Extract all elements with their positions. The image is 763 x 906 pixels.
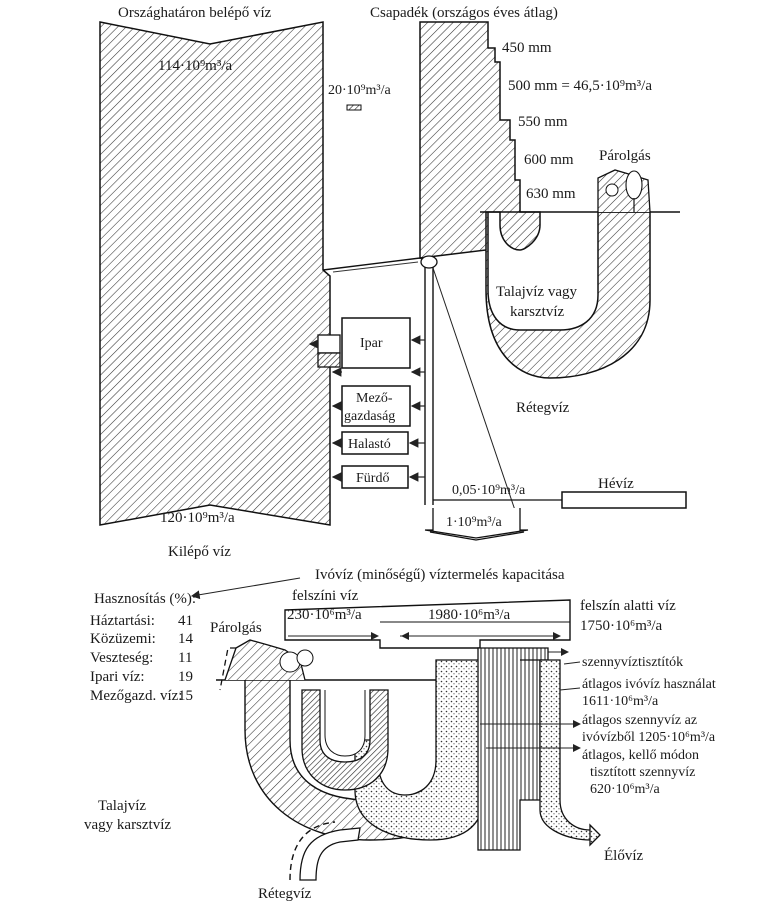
usage-row-label-4: Mezőgazd. víz: bbox=[90, 688, 182, 704]
stratal-water-label-bottom: Rétegvíz bbox=[258, 886, 312, 902]
usage-title: Hasznosítás (%): bbox=[94, 591, 196, 607]
evaporation-label-bottom: Párolgás bbox=[210, 620, 262, 636]
treated-label-1: átlagos, kellő módon bbox=[582, 748, 699, 763]
precipitation-band bbox=[419, 21, 651, 379]
usage-row-label-3: Ipari víz: bbox=[90, 669, 145, 685]
groundwater-label-bottom-2: vagy karsztvíz bbox=[84, 817, 171, 833]
stratal-pipe-bottom bbox=[299, 827, 361, 881]
precip-label: Csapadék (országos éves átlag) bbox=[370, 5, 558, 21]
drinking-water-u bbox=[301, 689, 389, 791]
treated-label-2: tisztított szennyvíz bbox=[590, 765, 695, 780]
stratal-water-label-top: Rétegvíz bbox=[516, 400, 570, 416]
industry-box bbox=[341, 317, 411, 369]
supply-pipe-top bbox=[420, 255, 438, 269]
usage-row-label-1: Közüzemi: bbox=[90, 631, 156, 647]
stratal-line bbox=[432, 267, 521, 526]
drain-funnel bbox=[424, 508, 529, 539]
user-flow-arrows bbox=[308, 335, 425, 482]
avg-use-label: átlagos ivóvíz használat bbox=[582, 677, 716, 692]
drinking-water-inner bbox=[324, 690, 366, 757]
inflow-label: Országhatáron belépő víz bbox=[118, 5, 272, 21]
agriculture-label-1: Mező- bbox=[356, 391, 393, 406]
usage-row-label-0: Háztartási: bbox=[90, 613, 155, 629]
precip-level-550: 550 mm bbox=[518, 114, 568, 130]
treated-value: 620·10⁶m³/a bbox=[590, 782, 661, 797]
fishpond-label: Halastó bbox=[348, 437, 391, 452]
treatment-plants-label: szennyvíztisztítók bbox=[582, 655, 683, 670]
capacity-title: Ivóvíz (minőségű) víztermelés kapacitása bbox=[315, 567, 565, 583]
precip-marker bbox=[346, 104, 362, 111]
bath-label: Fürdő bbox=[356, 471, 389, 486]
drain-funnel-tip bbox=[429, 531, 525, 541]
usage-row-value-0: 41 bbox=[178, 613, 193, 629]
ground-water-value: 1750·10⁶m³/a bbox=[580, 618, 663, 634]
supply-pipe bbox=[424, 262, 434, 505]
usage-row-value-4: 15 bbox=[178, 688, 193, 704]
thermal-value: 0,05·10⁹m³/a bbox=[452, 483, 526, 498]
agriculture-label-2: gazdaság bbox=[344, 409, 395, 424]
usage-arrow bbox=[190, 577, 301, 600]
outflow-label: Kilépő víz bbox=[168, 544, 231, 560]
inflow-value: 114·10⁹m³/a bbox=[158, 58, 233, 74]
industry-tank-1 bbox=[317, 334, 341, 354]
surface-water-label: felszíni víz bbox=[292, 588, 359, 604]
surface-water-value: 230·10⁶m³/a bbox=[287, 607, 362, 623]
evaporation-label-top: Párolgás bbox=[599, 148, 651, 164]
avg-sewage-label: átlagos szennyvíz az bbox=[582, 713, 697, 728]
drain-value: 1·10⁹m³/a bbox=[446, 515, 503, 530]
ground-water-label: felszín alatti víz bbox=[580, 598, 676, 614]
inflow-outflow-band bbox=[99, 21, 331, 526]
groundwater-label-bottom-1: Talajvíz bbox=[98, 798, 146, 814]
precip-level-500: 500 mm = 46,5·10⁹m³/a bbox=[508, 78, 652, 94]
dimension-arrows bbox=[288, 632, 569, 656]
precip-level-450: 450 mm bbox=[502, 40, 552, 56]
total-capacity-value: 1980·10⁶m³/a bbox=[428, 607, 511, 623]
thermal-water-label: Hévíz bbox=[598, 476, 634, 492]
outflow-value: 120·10⁹m³/a bbox=[160, 510, 235, 526]
annotation-lines bbox=[480, 661, 581, 752]
precip-to-users-connector bbox=[322, 257, 431, 271]
agriculture-box bbox=[341, 385, 411, 427]
usage-row-label-2: Veszteség: bbox=[90, 650, 153, 666]
industry-label: Ipar bbox=[360, 336, 383, 351]
evaporation-symbol-top bbox=[597, 169, 651, 213]
avg-use-value: 1611·10⁶m³/a bbox=[582, 694, 659, 709]
precip-value: 20·10⁹m³/a bbox=[328, 83, 392, 98]
treated-outflow bbox=[520, 659, 601, 847]
groundwater-label-top-2: karsztvíz bbox=[510, 304, 564, 320]
avg-sewage-value: ivóvízből 1205·10⁶m³/a bbox=[582, 730, 716, 745]
usage-row-value-2: 11 bbox=[178, 650, 192, 666]
industry-tank-2 bbox=[317, 352, 341, 368]
thermal-water-bar bbox=[561, 491, 687, 509]
precip-level-630: 630 mm bbox=[526, 186, 576, 202]
stratal-pipe-dashes bbox=[289, 821, 336, 881]
usage-row-value-3: 19 bbox=[178, 669, 193, 685]
receiving-water-label: Élővíz bbox=[604, 847, 643, 864]
precip-level-600: 600 mm bbox=[524, 152, 574, 168]
groundwater-label-top-1: Talajvíz vagy bbox=[496, 284, 577, 300]
connector-arrow bbox=[332, 261, 419, 273]
usage-row-value-1: 14 bbox=[178, 631, 194, 647]
evaporation-symbol-bottom bbox=[219, 639, 314, 691]
ground-supply-column bbox=[477, 647, 549, 851]
